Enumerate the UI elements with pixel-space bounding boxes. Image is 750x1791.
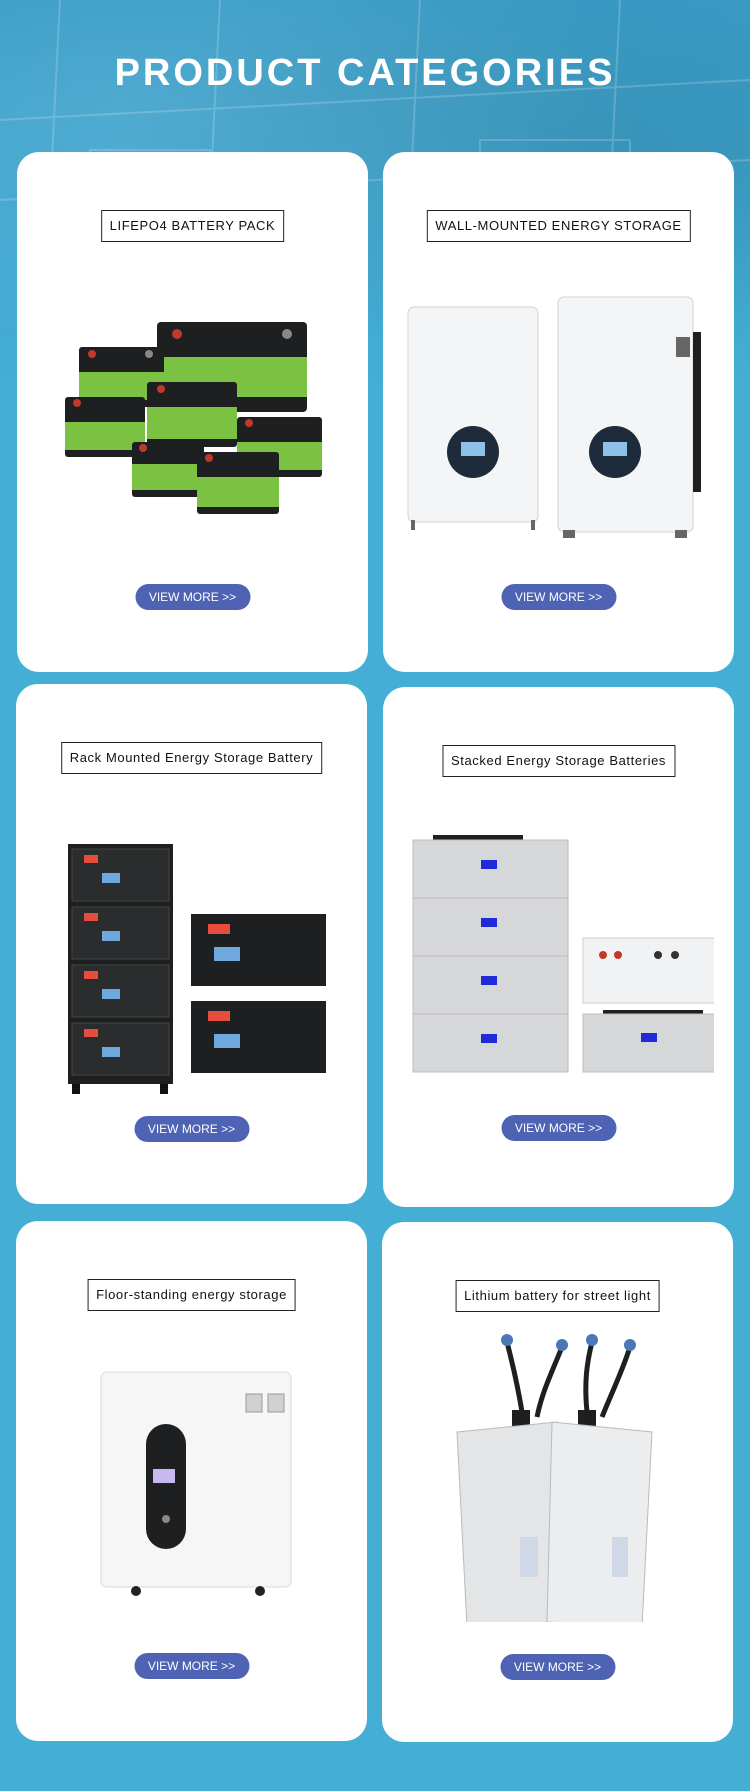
view-more-button[interactable]: VIEW MORE >> xyxy=(501,584,616,610)
view-more-button[interactable]: VIEW MORE >> xyxy=(135,584,250,610)
view-more-button[interactable]: VIEW MORE >> xyxy=(500,1654,615,1680)
category-card-floor-standing[interactable]: Floor-standing energy storage VIEW MORE … xyxy=(16,1221,367,1741)
card-title: WALL-MOUNTED ENERGY STORAGE xyxy=(426,210,691,242)
view-more-button[interactable]: VIEW MORE >> xyxy=(134,1116,249,1142)
card-title: Floor-standing energy storage xyxy=(87,1279,296,1311)
category-card-stacked[interactable]: Stacked Energy Storage Batteries VIEW MO… xyxy=(383,687,734,1207)
category-card-wall-mounted[interactable]: WALL-MOUNTED ENERGY STORAGE VIEW MORE >> xyxy=(383,152,734,672)
view-more-button[interactable]: VIEW MORE >> xyxy=(501,1115,616,1141)
card-title: Rack Mounted Energy Storage Battery xyxy=(60,742,323,774)
category-card-street-light[interactable]: Lithium battery for street light VIEW MO… xyxy=(382,1222,733,1742)
category-card-rack-mounted[interactable]: Rack Mounted Energy Storage Battery VIEW… xyxy=(16,684,367,1204)
card-title: Lithium battery for street light xyxy=(455,1280,660,1312)
card-title: LIFEPO4 BATTERY PACK xyxy=(100,210,285,242)
rack-mounted-battery-image xyxy=(68,844,326,1094)
view-more-button[interactable]: VIEW MORE >> xyxy=(134,1653,249,1679)
category-card-lifepo4[interactable]: LIFEPO4 BATTERY PACK xyxy=(17,152,368,672)
page-title: PRODUCT CATEGORIES xyxy=(114,52,616,94)
street-light-battery-image xyxy=(456,1334,653,1622)
lifepo4-battery-packs-image xyxy=(65,322,322,514)
floor-standing-storage-image xyxy=(100,1371,292,1596)
card-title: Stacked Energy Storage Batteries xyxy=(441,745,676,777)
stacked-battery-image xyxy=(412,835,714,1073)
wall-mounted-storage-image xyxy=(407,296,701,538)
